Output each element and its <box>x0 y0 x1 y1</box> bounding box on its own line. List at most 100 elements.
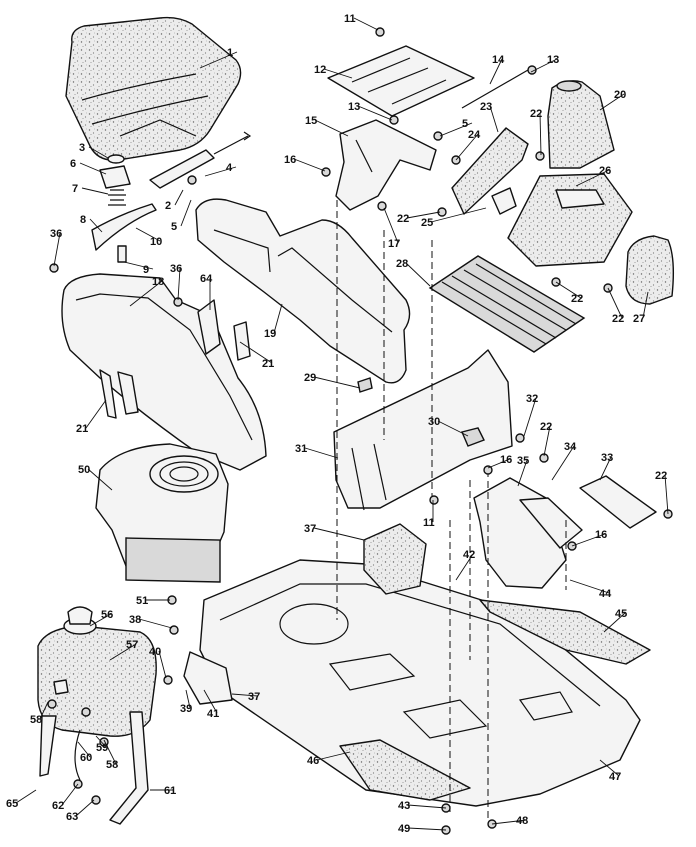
leader-line-c65 <box>15 789 37 804</box>
callout-c22a: 22 <box>530 108 542 120</box>
leader-line-c5b <box>439 122 473 137</box>
leader-line-c60 <box>77 741 91 758</box>
leader-line-c11a <box>353 17 379 31</box>
leader-line-c47 <box>599 759 620 777</box>
tank-straps <box>39 711 149 825</box>
leader-line-c15 <box>314 119 349 137</box>
leader-line-c49 <box>407 827 447 831</box>
leader-line-c12 <box>323 68 353 79</box>
leader-line-c9 <box>123 261 154 270</box>
callout-c33: 33 <box>601 452 613 464</box>
callout-c61: 61 <box>164 785 176 797</box>
leader-line-c28 <box>405 262 431 287</box>
leader-line-c38 <box>138 618 173 629</box>
leader-line-c19 <box>273 303 283 334</box>
leader-line-c3 <box>88 146 109 159</box>
leader-line-c36a <box>53 232 61 267</box>
callout-c47: 47 <box>609 771 621 783</box>
leader-line-c16c <box>571 533 606 547</box>
leader-line-c2 <box>174 189 184 206</box>
leader-line-c17 <box>383 207 399 244</box>
leader-line-c1 <box>199 51 238 69</box>
leader-line-c21b <box>85 399 107 429</box>
callout-c36a: 36 <box>50 228 62 240</box>
leader-line-c22b <box>406 211 441 219</box>
callout-c42: 42 <box>463 549 475 561</box>
leader-line-c22a <box>539 112 542 156</box>
callout-c18: 18 <box>152 276 164 288</box>
callout-c5b: 5 <box>462 118 468 130</box>
callout-c64: 64 <box>200 273 213 285</box>
callout-c27: 27 <box>633 313 645 325</box>
callout-c62: 62 <box>52 800 64 812</box>
callout-c39: 39 <box>180 703 192 715</box>
leader-line-c48 <box>491 819 527 825</box>
callout-c23: 23 <box>480 101 492 113</box>
callout-c8: 8 <box>80 214 86 226</box>
callout-c37a: 37 <box>304 523 316 535</box>
callout-leaders <box>15 17 669 831</box>
pedal-bracket <box>473 475 657 589</box>
callout-c46: 46 <box>307 755 319 767</box>
callout-c22c: 22 <box>571 293 583 305</box>
engine <box>95 443 229 583</box>
leader-line-c39 <box>185 689 191 709</box>
callout-labels: 1234556789101111121313141516161617181920… <box>6 13 667 835</box>
leader-line-c57 <box>109 643 137 661</box>
callout-c26: 26 <box>599 165 611 177</box>
callout-c41: 41 <box>207 708 219 720</box>
leader-line-c43 <box>407 804 447 809</box>
leader-line-c46 <box>316 751 351 761</box>
leader-line-c41 <box>203 689 218 714</box>
leader-line-c30 <box>437 420 469 437</box>
leader-line-c42 <box>455 553 474 581</box>
fuel-tank <box>37 606 157 737</box>
leader-line-c10 <box>135 227 161 242</box>
callout-c29: 29 <box>304 372 316 384</box>
seat-spring <box>99 154 131 206</box>
callout-c4: 4 <box>226 162 233 174</box>
leader-line-c37a <box>313 527 365 541</box>
leader-line-c25 <box>430 207 487 223</box>
leader-line-c33 <box>599 456 612 481</box>
callout-c5a: 5 <box>171 221 177 233</box>
callout-c3: 3 <box>79 142 85 154</box>
leader-line-c22c <box>555 281 582 299</box>
callout-c22f: 22 <box>655 470 667 482</box>
console-housing <box>507 173 633 267</box>
callout-c21a: 21 <box>262 358 274 370</box>
callout-c22e: 22 <box>540 421 552 433</box>
fender-bracket <box>197 299 251 361</box>
leader-line-c5a <box>180 199 192 227</box>
leader-line-c13b <box>357 105 393 121</box>
leader-line-c20 <box>599 93 625 111</box>
callout-c57: 57 <box>126 639 138 651</box>
callout-c1: 1 <box>227 47 233 59</box>
leader-line-c22f <box>664 474 669 515</box>
leader-line-c13a <box>530 58 558 73</box>
leader-line-c6 <box>79 162 107 175</box>
callout-c31: 31 <box>295 443 307 455</box>
leader-line-c8 <box>89 218 103 233</box>
leader-line-c16a <box>293 158 326 172</box>
callout-c34: 34 <box>564 441 577 453</box>
callout-c58b: 58 <box>106 759 118 771</box>
control-tower <box>547 80 615 169</box>
callout-c11a: 11 <box>344 13 356 25</box>
callout-c45: 45 <box>615 608 627 620</box>
leader-line-c34 <box>551 445 575 481</box>
leader-line-c35 <box>517 459 528 487</box>
leader-line-c50 <box>87 468 113 491</box>
leader-line-c4 <box>204 166 237 177</box>
leader-line-c24 <box>455 133 479 161</box>
callout-c25: 25 <box>421 217 433 229</box>
callout-c32: 32 <box>526 393 538 405</box>
callout-c13b: 13 <box>348 101 360 113</box>
seat <box>65 16 242 161</box>
leader-line-c58a <box>39 701 49 720</box>
step-grille <box>428 255 586 353</box>
callout-c43: 43 <box>398 800 410 812</box>
callout-c11b: 11 <box>423 517 435 529</box>
